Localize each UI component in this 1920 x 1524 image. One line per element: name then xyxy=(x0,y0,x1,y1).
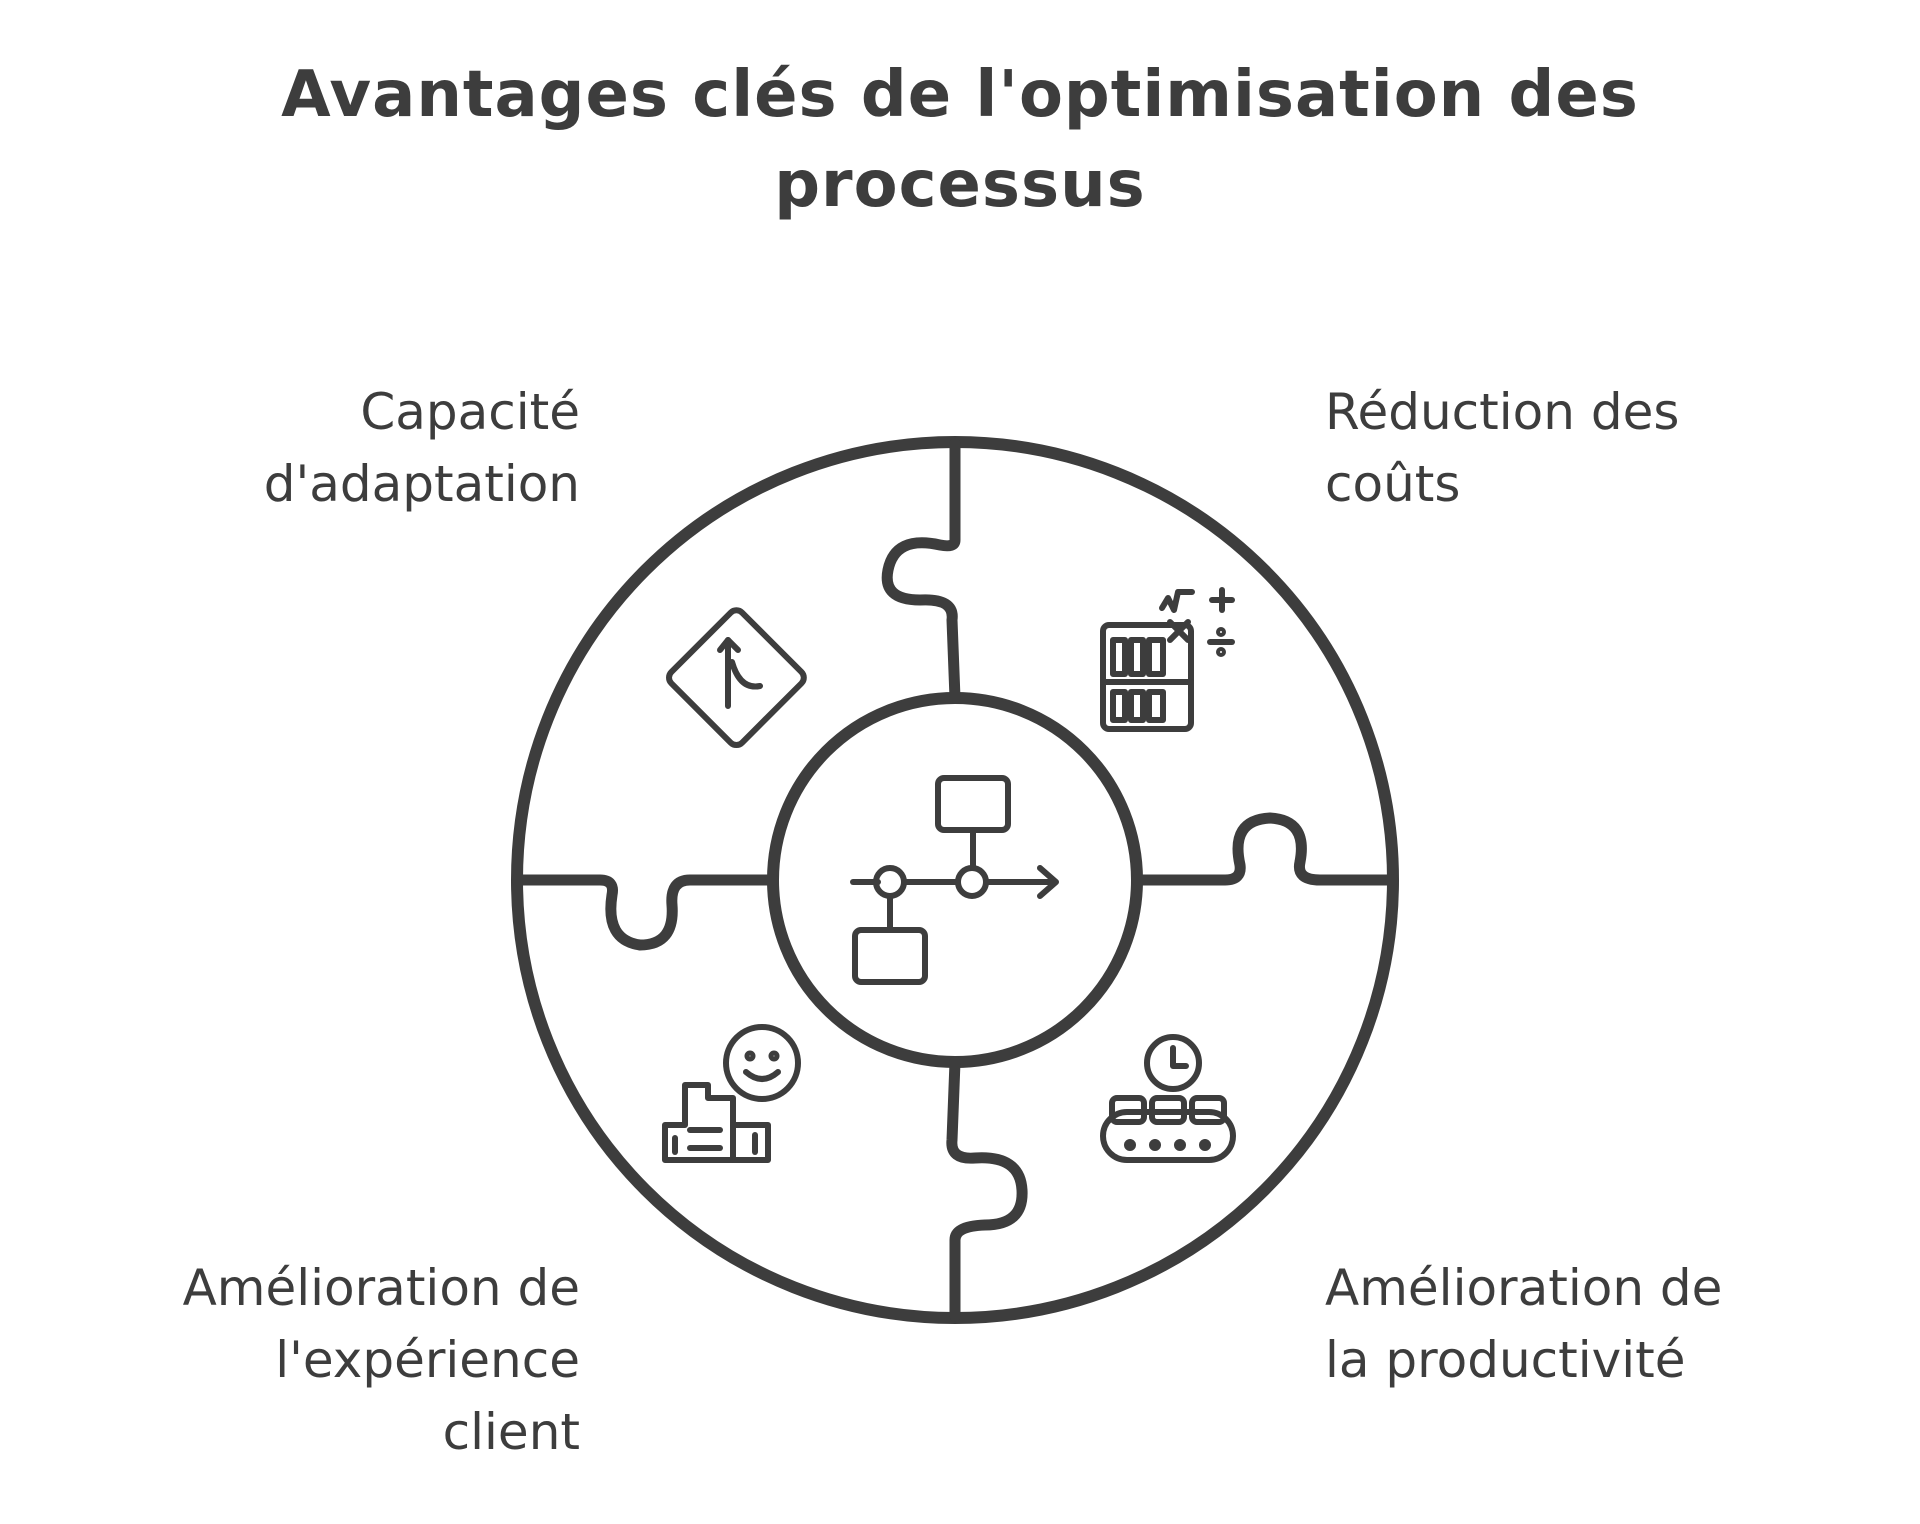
label-customer-experience: Amélioration de l'expérience client xyxy=(182,1259,580,1461)
merge-road-sign-icon xyxy=(666,607,807,749)
label-adaptability: Capacité d'adaptation xyxy=(263,383,580,513)
process-flowchart-icon xyxy=(850,775,1059,985)
diagram-title: Avantages clés de l'optimisation des pro… xyxy=(281,58,1639,222)
label-cost-reduction: Réduction des coûts xyxy=(1325,383,1680,513)
conveyor-clock-icon xyxy=(1100,1034,1236,1163)
divider-left xyxy=(511,874,779,951)
happy-customer-store-icon xyxy=(662,1024,801,1163)
divider-top xyxy=(881,438,961,704)
divider-bottom xyxy=(946,1056,1028,1322)
divider-right xyxy=(1131,812,1399,886)
label-productivity: Amélioration de la productivité xyxy=(1325,1259,1723,1389)
calculator-math-icon xyxy=(1100,587,1235,732)
